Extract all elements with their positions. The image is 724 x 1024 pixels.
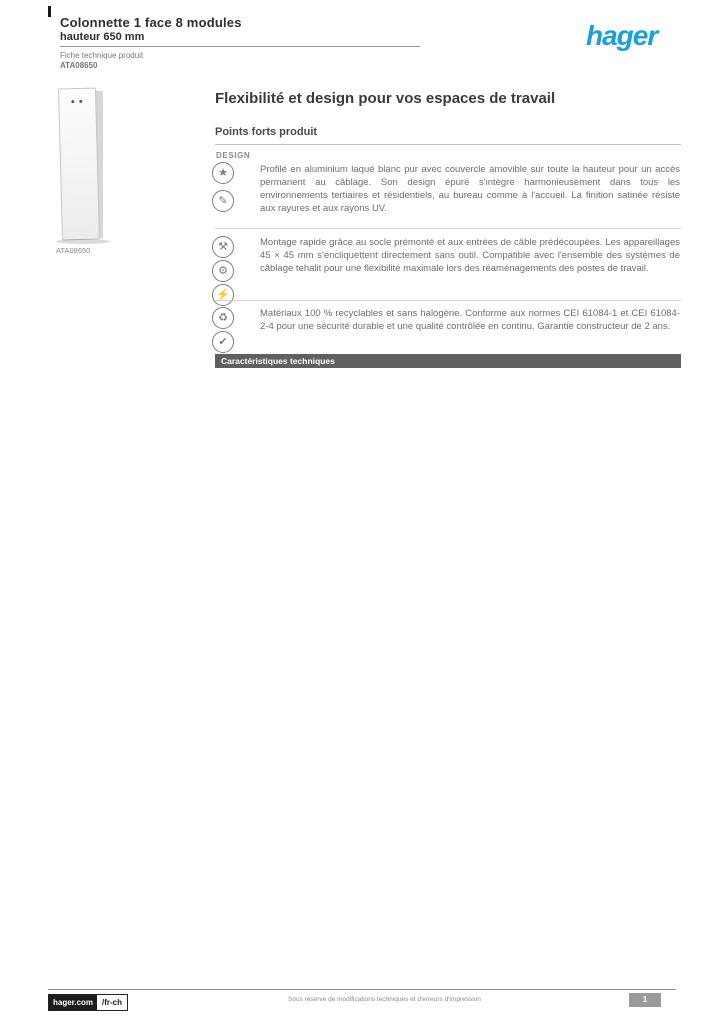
hager-logo: hager [586,20,658,51]
page-subtitle: hauteur 650 mm [60,31,145,43]
footer-divider [48,989,676,990]
table-header-bar: Caractéristiques techniques [215,354,681,368]
recycle-icon: ♻ [212,307,234,329]
feature-text: Matériaux 100 % recyclables et sans halo… [260,308,680,332]
feature-text: Profilé en aluminium laqué blanc pur ave… [260,164,680,214]
flash-icon: ⚡ [212,284,234,306]
page-title: Colonnette 1 face 8 modules [60,15,242,30]
section-heading: Flexibilité et design pour vos espaces d… [215,90,556,107]
website-link[interactable]: hager.com /fr-ch [48,994,129,1011]
feature-text: Montage rapide grâce au socle prémonté e… [260,237,680,274]
product-panel-front [58,87,100,241]
footer-note: Sous réserve de modifications techniques… [288,996,481,1003]
sensor-dot-icon [79,99,83,103]
document-type-label: Fiche technique produit [60,51,144,60]
website-path: /fr-ch [102,998,123,1007]
crop-mark [48,6,51,17]
design-icon: ✎ [212,190,234,212]
section-subheading: Points forts produit [215,126,318,138]
product-reference: ATA08650 [60,61,98,70]
divider [215,300,681,301]
sensor-dot-icon [71,100,75,104]
website-host: hager.com [49,995,98,1010]
product-image [54,86,116,250]
product-shadow [56,239,110,244]
header-divider [60,46,420,47]
award-icon: ★ [212,162,234,184]
gear-icon: ⚙ [212,260,234,282]
page-number-badge: 1 [629,993,661,1007]
divider [215,144,681,145]
divider [215,228,681,229]
tools-icon: ⚒ [212,236,234,258]
feature-category-label: Design [216,151,251,160]
check-icon: ✔ [212,331,234,353]
product-caption: ATA08650 [56,246,91,255]
